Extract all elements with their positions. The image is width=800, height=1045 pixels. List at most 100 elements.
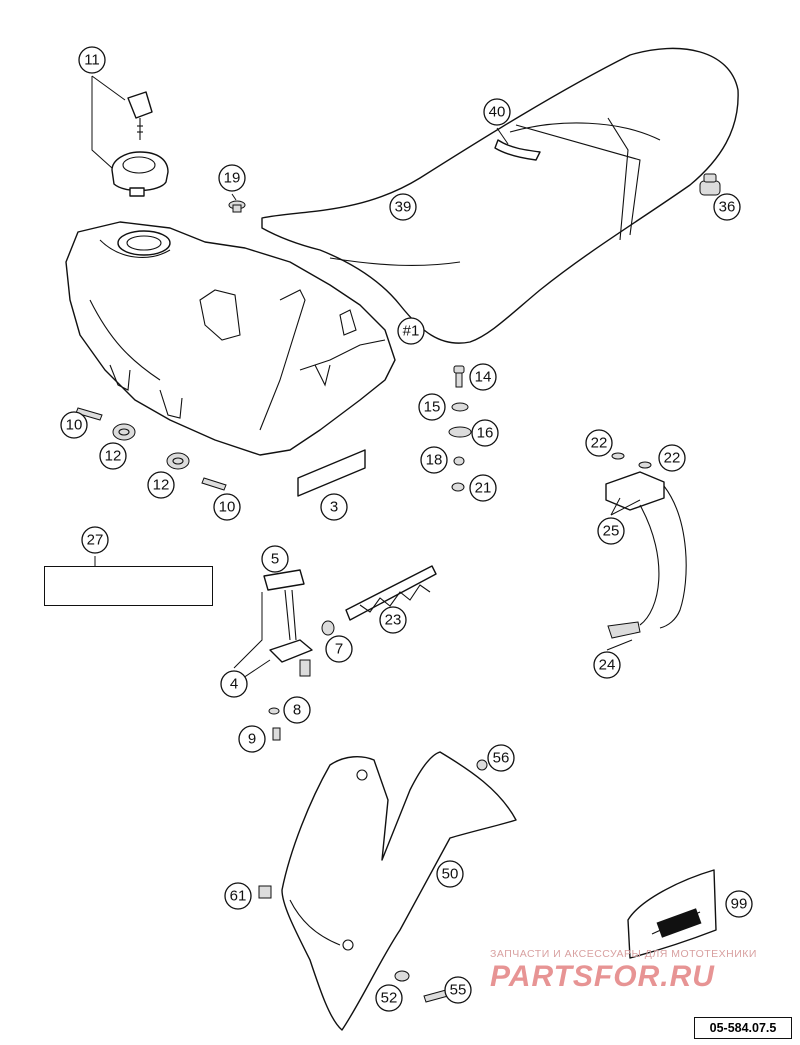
- callout-12-13-circle: [147, 471, 175, 499]
- nut-18: [453, 456, 465, 466]
- callout-19-1-circle: [218, 164, 246, 192]
- callout-22-16-circle: [585, 429, 613, 457]
- callout-hash1-5-circle: [397, 317, 425, 345]
- callout-61-29: 61: [224, 882, 252, 910]
- callout-61-29-circle: [224, 882, 252, 910]
- callout-40-2: 40: [483, 98, 511, 126]
- callout-12-13-label: 12: [153, 477, 170, 494]
- side-cover: [281, 751, 517, 1031]
- callout-22-17-circle: [658, 444, 686, 472]
- callout-21-10-label: 21: [475, 480, 492, 497]
- callout-15-7-circle: [418, 393, 446, 421]
- callout-52-31-circle: [375, 984, 403, 1012]
- seat-strap: [494, 139, 541, 161]
- callout-56-27-circle: [487, 744, 515, 772]
- callout-99-30: 99: [725, 890, 753, 918]
- callout-22-17-label: 22: [664, 450, 681, 467]
- callout-5-20-circle: [261, 545, 289, 573]
- callout-7-22-circle: [325, 635, 353, 663]
- callout-36-4-label: 36: [719, 199, 736, 216]
- callout-55-32-circle: [444, 976, 472, 1004]
- callout-27-19-label: 27: [87, 532, 104, 549]
- drawing-number: 05-584.07.5: [694, 1017, 792, 1039]
- callout-27-19: 27: [81, 526, 109, 554]
- callout-16-8-circle: [471, 419, 499, 447]
- callout-3-15: 3: [320, 493, 348, 521]
- callout-14-6: 14: [469, 363, 497, 391]
- rubber-plug: [228, 200, 246, 213]
- callout-4-23-circle: [220, 670, 248, 698]
- seat: [261, 47, 739, 344]
- callout-56-27: 56: [487, 744, 515, 772]
- callout-hash1-5-label: #1: [403, 323, 420, 340]
- callout-5-20-label: 5: [271, 551, 279, 568]
- callout-7-22-label: 7: [335, 641, 343, 658]
- callout-39-3: 39: [389, 193, 417, 221]
- callout-16-8-label: 16: [477, 425, 494, 442]
- callout-23-21-circle: [379, 606, 407, 634]
- owners-manual: [627, 869, 717, 959]
- callout-9-25: 9: [238, 725, 266, 753]
- callout-12-13: 12: [147, 471, 175, 499]
- callout-39-3-circle: [389, 193, 417, 221]
- callout-14-6-label: 14: [475, 369, 492, 386]
- callout-3-15-circle: [320, 493, 348, 521]
- callout-14-6-circle: [469, 363, 497, 391]
- seal-ring: [268, 707, 280, 715]
- callout-61-29-label: 61: [230, 888, 247, 905]
- watermark-caption: ЗАПЧАСТИ И АКСЕССУАРЫ ДЛЯ МОТОТЕХНИКИ: [490, 948, 757, 960]
- callout-21-10: 21: [469, 474, 497, 502]
- callout-10-14-circle: [213, 493, 241, 521]
- callout-8-24-circle: [283, 696, 311, 724]
- callout-10-14: 10: [213, 493, 241, 521]
- callout-12-12-label: 12: [105, 448, 122, 465]
- bolt-right: [201, 477, 227, 491]
- callout-4-23-label: 4: [230, 676, 238, 693]
- callout-16-8: 16: [471, 419, 499, 447]
- rubber-buffer: [699, 173, 721, 196]
- callout-39-3-label: 39: [395, 199, 412, 216]
- callout-11-0: 11: [78, 46, 106, 74]
- callout-9-25-label: 9: [248, 731, 256, 748]
- callout-11-0-label: 11: [84, 52, 100, 69]
- callout-36-4-circle: [713, 193, 741, 221]
- callout-50-28: 50: [436, 860, 464, 888]
- fuel-level-sensor: [605, 452, 687, 639]
- callout-10-11-label: 10: [66, 417, 83, 434]
- callout-18-9: 18: [420, 446, 448, 474]
- washer-21: [451, 482, 465, 492]
- callout-19-1: 19: [218, 164, 246, 192]
- grommet-right: [166, 452, 190, 470]
- callout-24-26: 24: [593, 651, 621, 679]
- callout-12-12-circle: [99, 442, 127, 470]
- callout-5-20: 5: [261, 545, 289, 573]
- callout-9-25-circle: [238, 725, 266, 753]
- key: [127, 91, 153, 140]
- callout-11-0-circle: [78, 46, 106, 74]
- callout-24-26-circle: [593, 651, 621, 679]
- fuel-tap: [263, 569, 313, 677]
- bolt-left: [75, 407, 103, 421]
- screw-55: [423, 989, 449, 1003]
- callout-3-15-label: 3: [330, 499, 338, 516]
- screw-9: [272, 727, 281, 741]
- callout-22-16-label: 22: [591, 435, 608, 452]
- callout-24-26-label: 24: [599, 657, 616, 674]
- callout-15-7-label: 15: [424, 399, 441, 416]
- callout-15-7: 15: [418, 393, 446, 421]
- callout-7-22: 7: [325, 635, 353, 663]
- callout-10-11: 10: [60, 411, 88, 439]
- callout-22-16: 22: [585, 429, 613, 457]
- callout-hash1-5: #1: [397, 317, 425, 345]
- callout-25-18-circle: [597, 517, 625, 545]
- callout-50-28-circle: [436, 860, 464, 888]
- callout-36-4: 36: [713, 193, 741, 221]
- callout-10-14-label: 10: [219, 499, 236, 516]
- clip-61: [258, 885, 272, 899]
- callout-50-28-label: 50: [442, 866, 459, 883]
- callout-27-19-circle: [81, 526, 109, 554]
- callout-21-10-circle: [469, 474, 497, 502]
- callout-8-24: 8: [283, 696, 311, 724]
- callout-55-32-label: 55: [450, 982, 467, 999]
